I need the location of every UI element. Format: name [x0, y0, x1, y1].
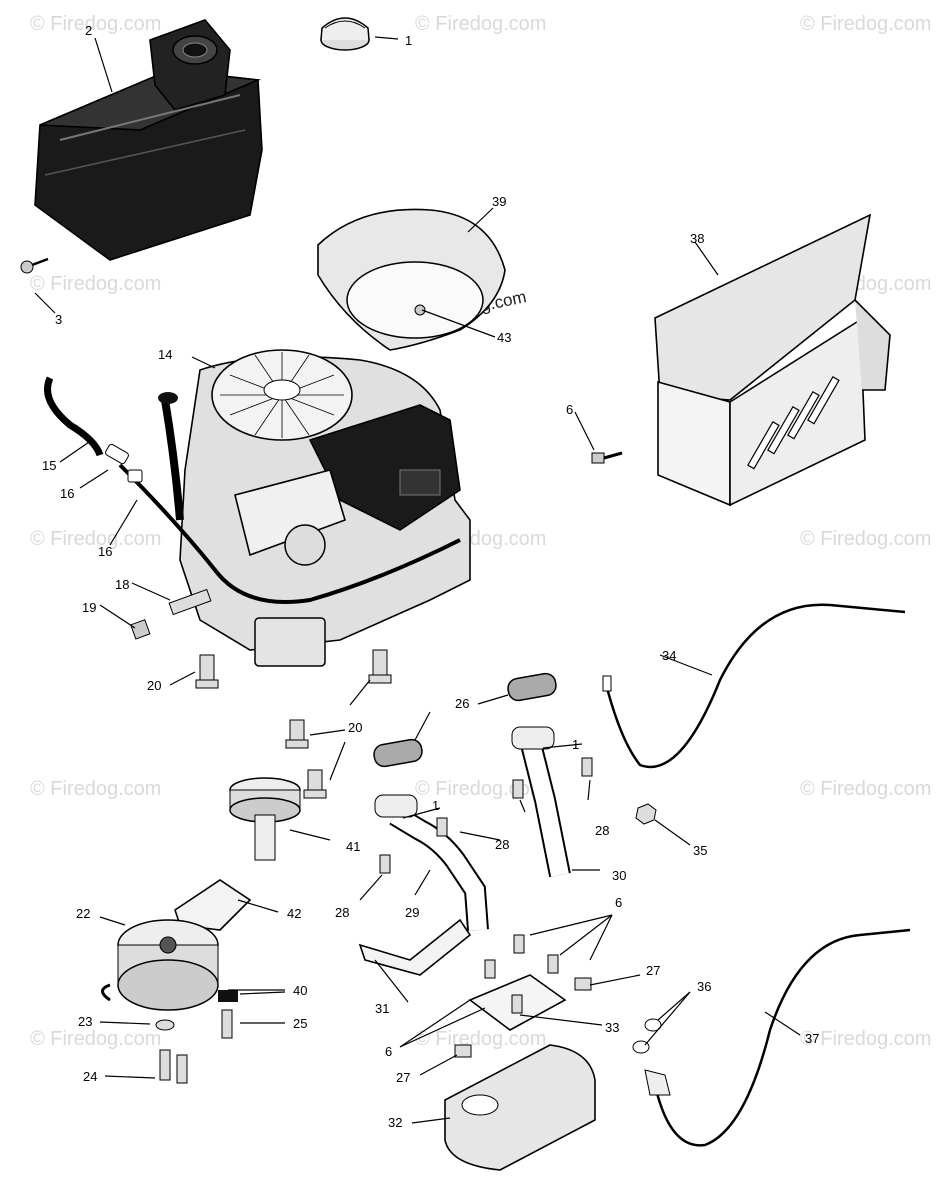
callout-3: 3 [55, 312, 62, 327]
fuel-line-15 [44, 376, 461, 604]
exhaust-pipes [374, 726, 571, 931]
gaskets-26 [373, 672, 557, 768]
callout-31: 31 [375, 1001, 389, 1016]
watermark-8: © Firedog.com [800, 528, 931, 550]
callout-18: 18 [115, 577, 129, 592]
fuel-cap [320, 17, 370, 51]
callout-15: 15 [42, 458, 56, 473]
heat-shield-bolt [591, 451, 623, 464]
callout-1: 1 [405, 33, 412, 48]
callout-29: 29 [405, 905, 419, 920]
callout-24: 24 [83, 1069, 97, 1084]
callout-30: 30 [612, 868, 626, 883]
callout-labels: 1 2 3 14 15 16 16 18 19 20 20 41 42 22 2… [42, 23, 819, 1130]
callout-35: 35 [693, 843, 707, 858]
callout-25: 25 [293, 1016, 307, 1031]
callout-39: 39 [492, 194, 506, 209]
blower-housing [317, 208, 506, 351]
callout-28a: 28 [595, 823, 609, 838]
pulley-41 [229, 777, 301, 861]
watermark-10: © Firedog.com [415, 778, 546, 800]
callout-28c: 28 [335, 905, 349, 920]
engine [179, 349, 471, 667]
callout-42: 42 [287, 906, 301, 921]
clutch-hardware [155, 1009, 233, 1084]
callout-2: 2 [85, 23, 92, 38]
callout-1c: 1 [572, 737, 579, 752]
watermark-6: © Firedog.com [30, 528, 161, 550]
callout-23: 23 [78, 1014, 92, 1029]
bracket-31 [358, 918, 472, 976]
watermark-3: © Firedog.com [800, 13, 931, 35]
callout-26: 26 [455, 696, 469, 711]
callout-36: 36 [697, 979, 711, 994]
watermark-12: © Firedog.com [30, 1028, 161, 1050]
callout-27a: 27 [646, 963, 660, 978]
callout-41: 41 [346, 839, 360, 854]
callout-6c: 6 [566, 402, 573, 417]
watermark-1: © Firedog.com [30, 13, 161, 35]
callout-14: 14 [158, 347, 172, 362]
callout-28b: 28 [495, 837, 509, 852]
callout-38: 38 [690, 231, 704, 246]
callout-16a: 16 [60, 486, 74, 501]
watermark-2: © Firedog.com [415, 13, 546, 35]
callout-6b: 6 [385, 1044, 392, 1059]
watermark-14: © Firedog.com [800, 1028, 931, 1050]
watermark-4: © Firedog.com [30, 273, 161, 295]
cable-34 [602, 603, 906, 769]
cable-37 [644, 928, 911, 1147]
watermark-11: © Firedog.com [800, 778, 931, 800]
callout-1b: 1 [432, 798, 439, 813]
dipstick [158, 392, 184, 521]
callout-40: 40 [293, 983, 307, 998]
callout-43: 43 [497, 330, 511, 345]
watermark-13: © Firedog.com [415, 1028, 546, 1050]
heat-shield [654, 213, 891, 507]
fuel-tank [34, 19, 263, 261]
clutch-22 [101, 919, 238, 1011]
tank-bolt [20, 257, 49, 274]
callout-37: 37 [805, 1031, 819, 1046]
callout-33: 33 [605, 1020, 619, 1035]
bolts-20 [195, 649, 392, 799]
nut-35 [635, 803, 657, 825]
fitting-18-19 [130, 588, 212, 640]
leader-lines [34, 36, 801, 1124]
callout-22: 22 [76, 906, 90, 921]
clamps-16 [105, 443, 143, 483]
muffler-32 [444, 1044, 596, 1171]
watermark-9: © Firedog.com [30, 778, 161, 800]
bolts-small [379, 757, 593, 1058]
callout-32: 32 [388, 1115, 402, 1130]
clips-36 [632, 1018, 662, 1054]
callout-20b: 20 [348, 720, 362, 735]
callout-34: 34 [662, 648, 676, 663]
callout-19: 19 [82, 600, 96, 615]
callout-20a: 20 [147, 678, 161, 693]
callout-27b: 27 [396, 1070, 410, 1085]
callout-16b: 16 [98, 544, 112, 559]
callout-6a: 6 [615, 895, 622, 910]
